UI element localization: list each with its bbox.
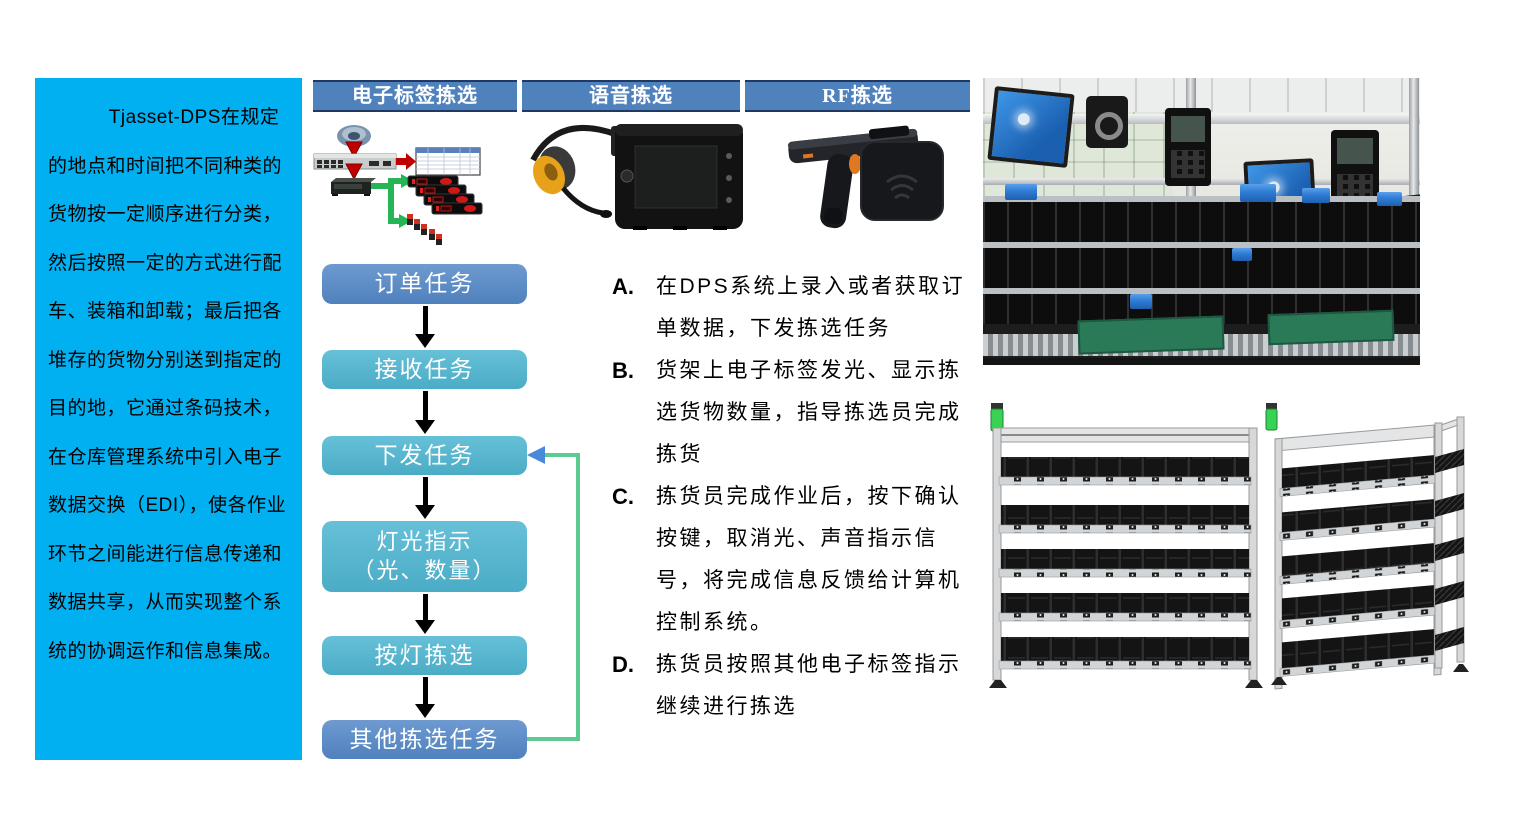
- flow-arrow-down-1: [415, 306, 435, 348]
- feedback-line-bottom: [527, 737, 580, 741]
- feedback-line-top: [545, 453, 580, 457]
- electronic-shelf-labels: [407, 175, 483, 215]
- step-text: 在DPS系统上录入或者获取订单数据，下发拣选任务: [656, 275, 966, 340]
- flow-arrow-down-2: [415, 391, 435, 434]
- blue-bin: [1240, 184, 1276, 202]
- rf-gun-body: [787, 125, 919, 164]
- rf-gun-trigger: [849, 154, 861, 174]
- shelf-row: [998, 637, 1252, 670]
- shelf-label-row: [983, 242, 1420, 293]
- handheld-terminal: [1165, 108, 1211, 186]
- step-letter: B.: [612, 358, 634, 383]
- rack-perspective-view: [1265, 403, 1469, 690]
- flow-box-light-indication: 灯光指示 （光、数量）: [322, 521, 527, 592]
- step-text: 拣货员按照其他电子标签指示继续进行拣选: [656, 653, 962, 718]
- step-c: C. 拣货员完成作业后，按下确认按键，取消光、声音指示信号，将完成信息反馈给计算…: [612, 476, 972, 644]
- step-letter: D.: [612, 652, 634, 677]
- shelf-label-row: [983, 196, 1420, 247]
- intro-text: Tjasset-DPS在规定的地点和时间把不同种类的货物按一定顺序进行分类，然后…: [48, 107, 287, 662]
- controller-device: [331, 178, 376, 196]
- flow-box-order-task: 订单任务: [322, 264, 527, 304]
- shelf-row: [1279, 499, 1437, 541]
- process-steps-list: A. 在DPS系统上录入或者获取订单数据，下发拣选任务 B. 货架上电子标签发光…: [612, 266, 972, 728]
- red-down-arrow-2: [345, 163, 363, 181]
- shelf-row: [998, 505, 1252, 534]
- shelf-row: [1279, 543, 1437, 585]
- electronic-tag-system-diagram: [313, 125, 483, 245]
- flow-box-dispatch-task: 下发任务: [322, 436, 527, 475]
- flow-arrow-down-5: [415, 677, 435, 718]
- shelf-row: [998, 457, 1252, 486]
- flow-arrow-down-4: [415, 594, 435, 634]
- rfid-reader-pad: [860, 141, 944, 221]
- shelf-row: [1279, 455, 1437, 497]
- conveyor-base: [983, 358, 1420, 365]
- flow-box-receive-task: 接收任务: [322, 350, 527, 389]
- spreadsheet-table: [415, 147, 481, 176]
- flow-box-other-picking-task: 其他拣选任务: [322, 720, 527, 759]
- intro-panel: Tjasset-DPS在规定的地点和时间把不同种类的货物按一定顺序进行分类，然后…: [35, 78, 302, 760]
- control-dial-device: [1086, 96, 1128, 148]
- voice-picking-equipment-image: [530, 124, 743, 230]
- step-text: 拣货员完成作业后，按下确认按键，取消光、声音指示信号，将完成信息反馈给计算机控制…: [656, 485, 962, 634]
- column-header-electronic-tag-picking: 电子标签拣选: [313, 80, 517, 112]
- shelving-racks-photo: [989, 403, 1469, 690]
- feedback-arrowhead: [527, 446, 545, 464]
- green-work-mat: [1267, 309, 1395, 346]
- step-letter: A.: [612, 274, 634, 299]
- blue-bin: [1377, 192, 1402, 206]
- feedback-line-vertical: [576, 453, 580, 741]
- side-trays: [1435, 449, 1464, 651]
- voice-terminal-image: [615, 124, 743, 230]
- blue-bin: [1302, 188, 1330, 203]
- shelf-row: [1279, 585, 1437, 629]
- red-right-arrow: [396, 153, 416, 170]
- green-work-mat: [1077, 315, 1225, 355]
- rack-foot: [1453, 664, 1469, 672]
- step-letter: C.: [612, 484, 634, 509]
- tower-lights: [407, 214, 442, 245]
- rack-foot: [1271, 677, 1287, 685]
- production-line-photo: [983, 78, 1420, 365]
- headset-image: [530, 125, 623, 218]
- network-switch: [313, 153, 397, 170]
- red-down-arrow-1: [345, 141, 363, 159]
- step-b: B. 货架上电子标签发光、显示拣选货物数量，指导拣选员完成拣货: [612, 350, 972, 476]
- flow-box-pick-by-light: 按灯拣选: [322, 636, 527, 675]
- rack-front-view: [989, 403, 1263, 688]
- rf-scanner-image: [787, 125, 944, 229]
- tower-light-cap: [1266, 403, 1277, 409]
- shelf-row: [1279, 629, 1437, 677]
- step-a: A. 在DPS系统上录入或者获取订单数据，下发拣选任务: [612, 266, 972, 350]
- workstation-monitor: [987, 86, 1075, 168]
- column-header-voice-picking: 语音拣选: [522, 80, 740, 112]
- shelf-row: [998, 593, 1252, 622]
- flow-arrow-down-3: [415, 477, 435, 519]
- shelf-row: [998, 549, 1252, 578]
- rack-foot: [1245, 680, 1263, 688]
- column-header-rf-picking: RF拣选: [745, 80, 970, 112]
- blue-bin: [1130, 294, 1152, 309]
- rf-gun-grip: [820, 154, 854, 229]
- blue-bin: [1232, 248, 1252, 261]
- step-text: 货架上电子标签发光、显示拣选货物数量，指导拣选员完成拣货: [656, 359, 962, 466]
- rack-foot: [989, 680, 1007, 688]
- tower-light-green: [1265, 408, 1278, 431]
- tower-light-cap: [991, 403, 1003, 409]
- blue-bin: [1005, 184, 1037, 200]
- step-d: D. 拣货员按照其他电子标签指示继续进行拣选: [612, 644, 972, 728]
